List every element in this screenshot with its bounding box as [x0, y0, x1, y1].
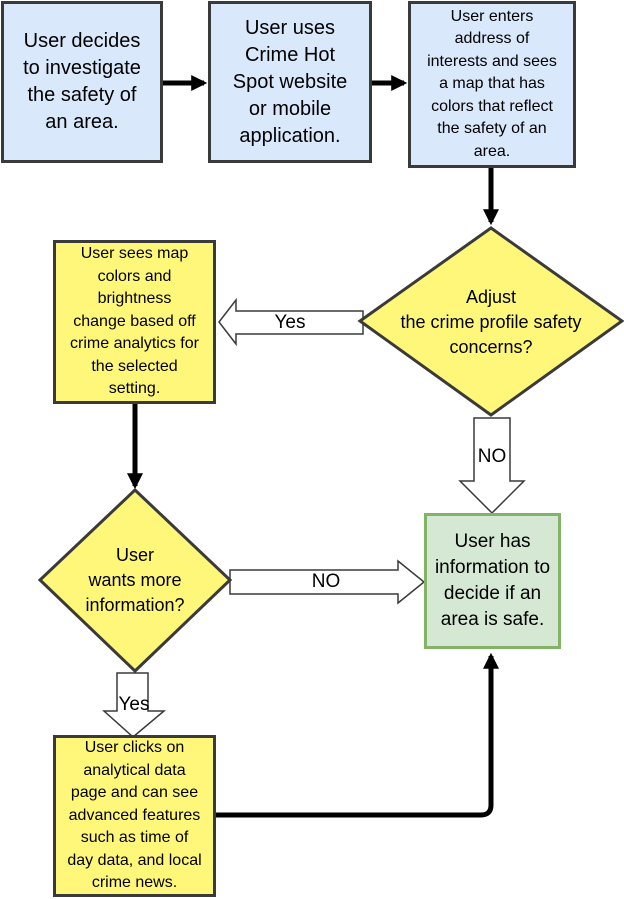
arrow-moreinfo-no [229, 559, 426, 605]
arrow-adjust-yes [218, 297, 364, 347]
terminal-has-info: User has information to decide if an are… [424, 513, 561, 649]
decision-more-info [37, 487, 233, 674]
decision-more-info-label: User wants more information? [85, 545, 185, 615]
edge-label-adjust-no: NO [477, 446, 507, 467]
process-start-label: User decides to investigate the safety o… [23, 30, 141, 133]
edge-label-adjust-yes: Yes [274, 312, 306, 333]
decision-adjust-profile [357, 226, 624, 417]
edge-label-moreinfo-no: NO [311, 571, 341, 592]
process-enter-address: User enters address of interests and see… [408, 1, 576, 168]
process-start: User decides to investigate the safety o… [1, 1, 163, 163]
arrow-analytics-to-info [216, 652, 500, 818]
terminal-has-info-label: User has information to decide if an are… [434, 531, 551, 630]
decision-adjust-profile-label: Adjust the crime profile safety concerns… [400, 287, 582, 357]
process-map-change-label: User sees map colors and brightness chan… [70, 245, 199, 398]
arrow-adjust-no [458, 417, 526, 515]
process-enter-address-label: User enters address of interests and see… [427, 7, 557, 160]
process-uses-site: User uses Crime Hot Spot website or mobi… [208, 1, 372, 163]
arrow-moreinfo-yes [102, 672, 167, 738]
process-analytics-page-label: User clicks on analytical data page and … [67, 739, 202, 892]
process-analytics-page: User clicks on analytical data page and … [53, 735, 216, 897]
process-map-change: User sees map colors and brightness chan… [53, 240, 216, 404]
process-uses-site-label: User uses Crime Hot Spot website or mobi… [232, 16, 348, 147]
edge-label-moreinfo-yes: Yes [118, 694, 150, 715]
